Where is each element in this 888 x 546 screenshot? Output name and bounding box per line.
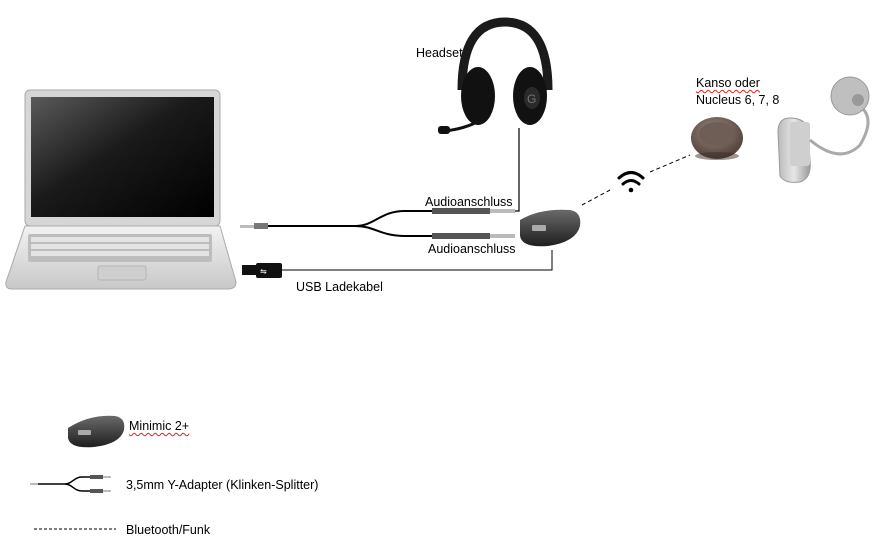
legend-minimic-label: Minimic 2+ [129,419,189,433]
y-adapter-icon [240,208,515,239]
headset-icon: G [438,17,553,134]
headset-label: Headset [416,46,463,60]
svg-text:⇋: ⇋ [260,267,267,276]
legend-minimic-icon [68,415,125,448]
minimic-icon [520,209,581,247]
nucleus-icon [777,76,870,183]
usb-plug-icon: ⇋ [242,263,282,278]
legend-y-adapter-icon [30,475,111,493]
usb-cable-label: USB Ladekabel [296,280,383,294]
processor-label-line1: Kanso oder [696,76,760,90]
wifi-icon [617,171,645,193]
laptop-icon [5,89,237,290]
processor-label-line2: Nucleus 6, 7, 8 [696,93,780,107]
svg-text:G: G [527,92,536,106]
audio-port-bottom-label: Audioanschluss [428,242,516,256]
audio-port-top-label: Audioanschluss [425,195,513,209]
legend-minimic-text: Minimic 2+ [129,419,190,433]
processor-label-line1-text: Kanso oder [696,76,760,90]
legend-bluetooth-label: Bluetooth/Funk [126,523,211,537]
kanso-icon [691,117,743,160]
legend-y-adapter-label: 3,5mm Y-Adapter (Klinken-Splitter) [126,478,319,492]
